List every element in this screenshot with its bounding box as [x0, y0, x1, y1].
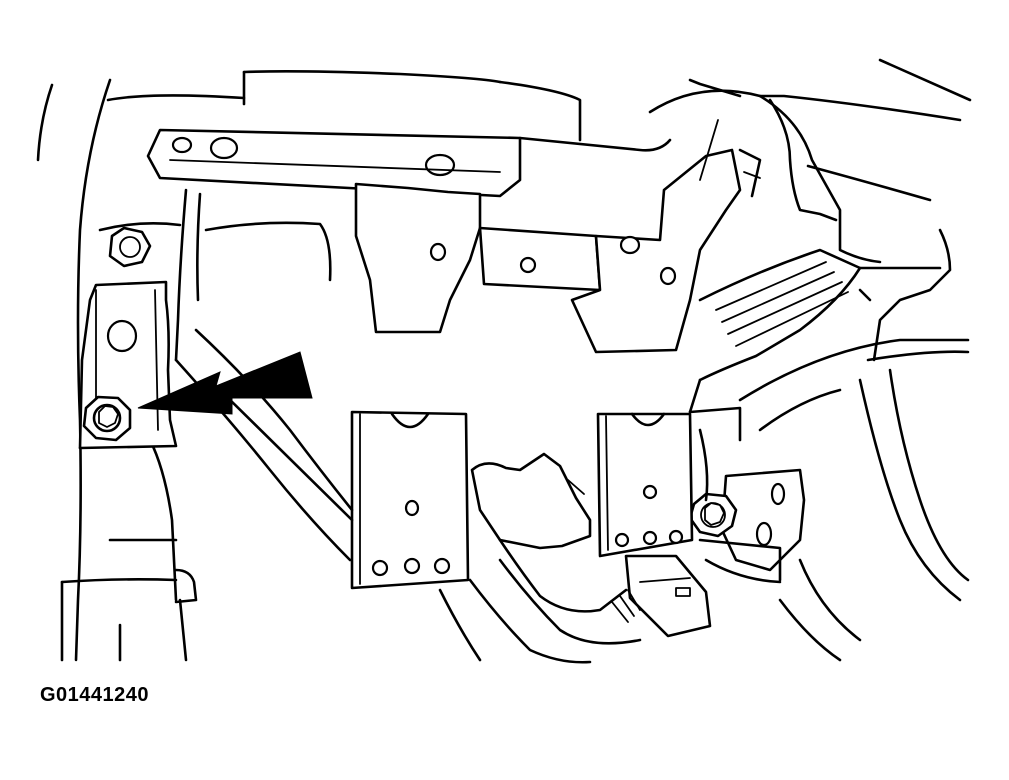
upper-cross-member [146, 70, 672, 198]
figure-id-label: G01441240 [40, 684, 150, 706]
sensor-module-right [596, 412, 694, 558]
lower-connector-block [611, 538, 782, 638]
arrow-icon [137, 351, 313, 415]
right-bolt [688, 492, 738, 538]
upper-right-panel [648, 58, 972, 362]
sensor-module-left [350, 410, 470, 590]
upper-bolt [108, 226, 152, 268]
center-braces [354, 119, 762, 354]
center-left-strut [174, 188, 332, 362]
lower-frame-edges [174, 328, 742, 562]
bracket-hole [106, 319, 138, 353]
fastener-bolt [82, 395, 132, 442]
lower-right-panel [738, 338, 970, 662]
connector-harness [438, 452, 642, 664]
right-ribbed-panel [688, 248, 872, 414]
